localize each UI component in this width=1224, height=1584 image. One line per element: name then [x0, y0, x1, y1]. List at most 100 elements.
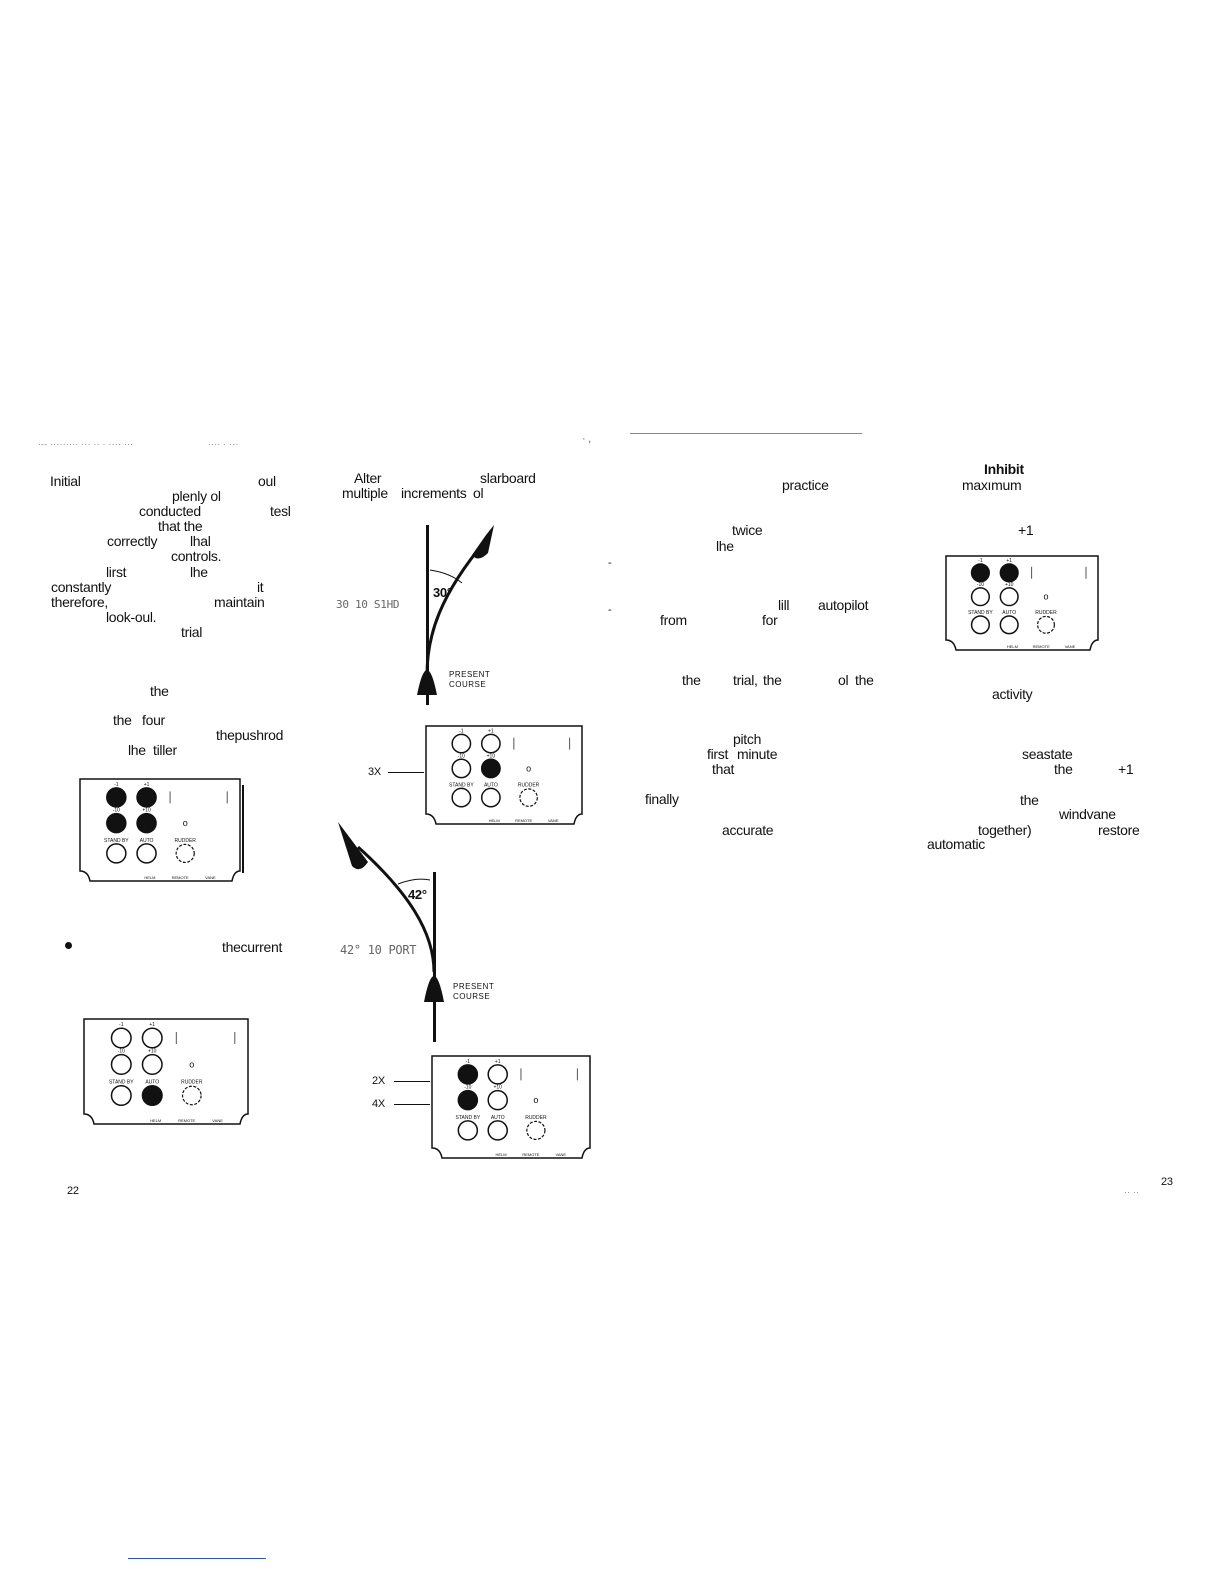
panel-label: +1: [1006, 558, 1012, 564]
boat-icon: [417, 670, 437, 695]
turn-path: [425, 539, 488, 676]
word: the: [763, 672, 782, 688]
panel-button: [457, 1064, 479, 1085]
panel-label: +10: [493, 1085, 502, 1091]
panel-label: -10: [118, 1049, 125, 1055]
word: Alter: [354, 470, 382, 486]
panel-button: [457, 1120, 479, 1141]
panel-button: [487, 1064, 508, 1085]
display-window: [175, 1032, 236, 1044]
rudder-knob-icon: [181, 1085, 202, 1106]
course-note: 42° 10 PORT: [340, 943, 417, 957]
panel-footer-label: VANE: [212, 1118, 223, 1123]
panel-button: [480, 733, 501, 754]
word: thepushrod: [216, 727, 284, 743]
panel-outline: [431, 1055, 591, 1159]
panel-button: [480, 758, 501, 779]
word: autopilot: [818, 597, 869, 613]
panel-label: -1: [466, 1059, 471, 1065]
panel-label: +10: [487, 753, 496, 759]
panel-button: [451, 758, 472, 779]
panel-edge-line: [242, 785, 244, 873]
panel-button: [487, 1120, 508, 1141]
word: that the: [158, 518, 203, 534]
angle-arc: [397, 878, 431, 885]
panel-button: [970, 615, 990, 635]
angle-arc: [429, 569, 463, 584]
bullet-point: [65, 942, 72, 949]
panel-label: -1: [119, 1022, 124, 1028]
boat-icon: [424, 976, 444, 1002]
panel-outline: [945, 555, 1099, 651]
word: the: [150, 683, 169, 699]
course-note: 30 10 S1HD: [336, 598, 400, 611]
word: slarboard: [480, 470, 536, 486]
turn-path: [356, 845, 436, 973]
word: correctly: [107, 533, 158, 549]
present-course-line: PRESENT: [453, 982, 495, 991]
panel-label: -10: [977, 582, 984, 588]
panel-button: [141, 1084, 163, 1107]
dash-mark: -: [608, 557, 612, 569]
word: constantly: [51, 579, 112, 595]
panel-button: [999, 563, 1019, 583]
word: trial,: [733, 672, 758, 688]
panel-button: [136, 812, 157, 834]
word: lirst: [106, 564, 127, 580]
word: thecurrent: [222, 939, 283, 955]
panel-label: STAND BY: [449, 782, 474, 788]
course-diagram-port: [338, 822, 444, 1042]
panel-label: STAND BY: [109, 1080, 134, 1086]
panel-outline: [83, 1018, 249, 1125]
angle-label: 42°: [408, 887, 427, 902]
panel-label: +10: [1005, 582, 1014, 588]
panel-indicator: o: [189, 1059, 194, 1069]
word: restore: [1098, 822, 1140, 838]
rudder-knob-icon: [519, 788, 538, 807]
word: from: [660, 612, 687, 628]
course-line: [426, 525, 429, 705]
word: the: [113, 712, 132, 728]
link-underline: [128, 1558, 266, 1559]
panel-label: -1: [114, 782, 119, 788]
panel-button: [457, 1089, 479, 1111]
panel-button: [136, 787, 157, 808]
header-rule-right: [630, 433, 862, 434]
panel-button: [141, 1027, 163, 1049]
word: the: [1020, 792, 1039, 808]
panel-footer-label: HELM: [495, 1152, 506, 1157]
word: lhal: [190, 533, 211, 549]
panel-footer-label: REMOTE: [178, 1118, 195, 1123]
word: ol: [473, 485, 484, 501]
word: tesl: [270, 503, 291, 519]
panel-button: [970, 587, 990, 607]
panel-indicator: o: [526, 763, 531, 773]
panel-label: +1: [488, 728, 494, 734]
panel-label: +1: [144, 782, 150, 788]
word: that: [712, 761, 735, 777]
panel-label: AUTO: [1002, 610, 1016, 616]
panel-label: RUDDER: [175, 838, 197, 844]
word: four: [142, 712, 165, 728]
panel-button: [970, 563, 990, 583]
boat-icon: [338, 822, 368, 870]
word: practice: [782, 477, 829, 493]
panel-label: -1: [978, 558, 983, 564]
word: pitch: [733, 731, 762, 747]
word: controls.: [171, 548, 222, 564]
press-count-callout: 4X: [372, 1098, 385, 1110]
word: finally: [645, 791, 679, 807]
panel-label: STAND BY: [104, 838, 129, 844]
course-diagram-starboard: [417, 525, 494, 705]
panel-footer-label: REMOTE: [172, 875, 189, 880]
display-window: [1031, 566, 1087, 579]
header-garble-left-2: ···· · ···: [208, 440, 239, 449]
panel-indicator: o: [183, 818, 188, 828]
word: lhe: [128, 742, 146, 758]
rudder-knob-icon: [175, 843, 195, 864]
panel-label: AUTO: [145, 1080, 159, 1086]
